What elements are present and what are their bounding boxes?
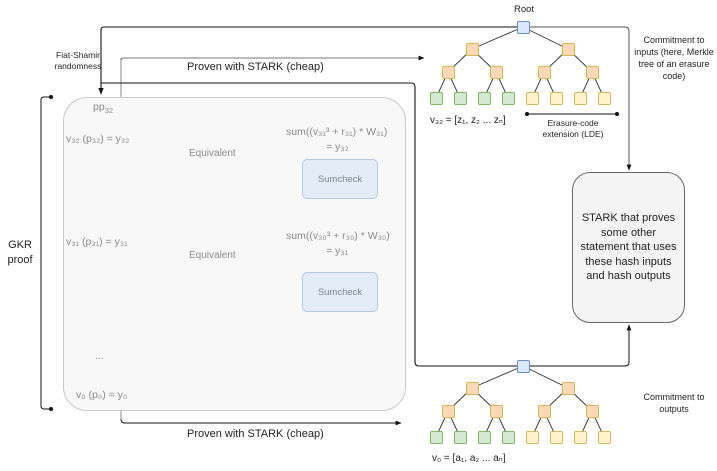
- tree-edge: [471, 26, 524, 50]
- sumcheck-box-1: Sumcheck: [302, 159, 378, 199]
- root-label: Root: [513, 4, 535, 15]
- merkle-internal-node: [465, 42, 479, 56]
- merkle-data-leaf: [453, 430, 467, 444]
- commitment-inputs-label: Commitment to inputs (here, Merkle tree …: [634, 35, 714, 81]
- merkle-data-leaf: [477, 91, 491, 105]
- panel-to-output-root-wire: [101, 82, 517, 367]
- merkle-internal-node: [561, 42, 575, 56]
- merkle-internal-node: [537, 404, 551, 418]
- merkle-extension-leaf: [573, 91, 587, 105]
- tree-edge: [522, 365, 569, 389]
- v31-equation: v₃₁ (p₃₁) = y₃₁: [66, 236, 128, 248]
- merkle-data-leaf: [429, 430, 443, 444]
- output-tree-edges: [435, 365, 605, 438]
- eq-y32: = y₃₂: [326, 141, 349, 153]
- merkle-internal-node: [585, 404, 599, 418]
- sum31-equation: sum((v₃₁³ + r₃₁) * W₃₁): [286, 126, 388, 138]
- merkle-extension-leaf: [549, 430, 563, 444]
- p32-label: pp32: [93, 101, 114, 116]
- v32-vector-label: v₃₂ = [z₁, z₂ ... zₙ]: [430, 115, 506, 126]
- v32-equation: v₃₂ (p₃₂) = y₃₂: [66, 133, 130, 145]
- merkle-internal-node: [489, 404, 503, 418]
- merkle-internal-node: [465, 381, 479, 395]
- output-merkle-tree-root-node: [516, 359, 530, 373]
- sumcheck-box-2: Sumcheck: [302, 272, 378, 312]
- merkle-internal-node: [561, 381, 575, 395]
- gkr-panel: [63, 97, 406, 411]
- merkle-internal-node: [537, 65, 551, 79]
- merkle-data-leaf: [501, 430, 515, 444]
- commitment-outputs-label: Commitment to outputs: [643, 392, 705, 414]
- gkr-bracket: [40, 95, 53, 411]
- merkle-data-leaf: [429, 91, 443, 105]
- input-root-to-stark-wire: [530, 26, 632, 171]
- merkle-extension-leaf: [525, 91, 539, 105]
- merkle-data-leaf: [501, 91, 515, 105]
- v0-equation: v₀ (p₀) = y₀: [76, 389, 128, 401]
- tree-edge: [522, 26, 569, 50]
- equivalent-label-2: Equivalent: [189, 250, 236, 261]
- stark-statement-box: STARK that proves some other statement t…: [572, 172, 685, 323]
- merkle-extension-leaf: [597, 430, 611, 444]
- merkle-extension-leaf: [573, 430, 587, 444]
- erasure-label: Erasure-code extension (LDE): [542, 118, 604, 140]
- output-root-to-stark-wire: [530, 324, 632, 367]
- merkle-extension-leaf: [525, 430, 539, 444]
- merkle-internal-node: [441, 404, 455, 418]
- merkle-internal-node: [441, 65, 455, 79]
- merkle-internal-node: [489, 65, 503, 79]
- fiat-shamir-label: Fiat-Shamir randomness: [54, 50, 102, 72]
- merkle-extension-leaf: [597, 91, 611, 105]
- eq-y31: = y₃₁: [326, 245, 349, 257]
- input-tree-edges: [435, 26, 605, 99]
- sum30-equation: sum((v₃₀³ + r₃₀) * W₃₀): [286, 230, 390, 242]
- merkle-extension-leaf: [549, 91, 563, 105]
- merkle-data-leaf: [453, 91, 467, 105]
- merkle-internal-node: [585, 65, 599, 79]
- fiat-shamir-wire: [98, 26, 517, 95]
- proven-bottom-label: Proven with STARK (cheap): [187, 428, 324, 440]
- equivalent-label-1: Equivalent: [189, 148, 236, 159]
- ellipsis: ...: [95, 350, 104, 362]
- tree-edge: [471, 365, 524, 389]
- input-merkle-tree-root-node: [516, 20, 530, 34]
- gkr-proof-label: GKR proof: [7, 239, 33, 266]
- v0-vector-label: v₀ = [a₁, a₂ ... aₙ]: [432, 453, 506, 464]
- proven-top-label: Proven with STARK (cheap): [187, 61, 324, 73]
- proven-bottom-wire: [120, 403, 402, 426]
- merkle-data-leaf: [477, 430, 491, 444]
